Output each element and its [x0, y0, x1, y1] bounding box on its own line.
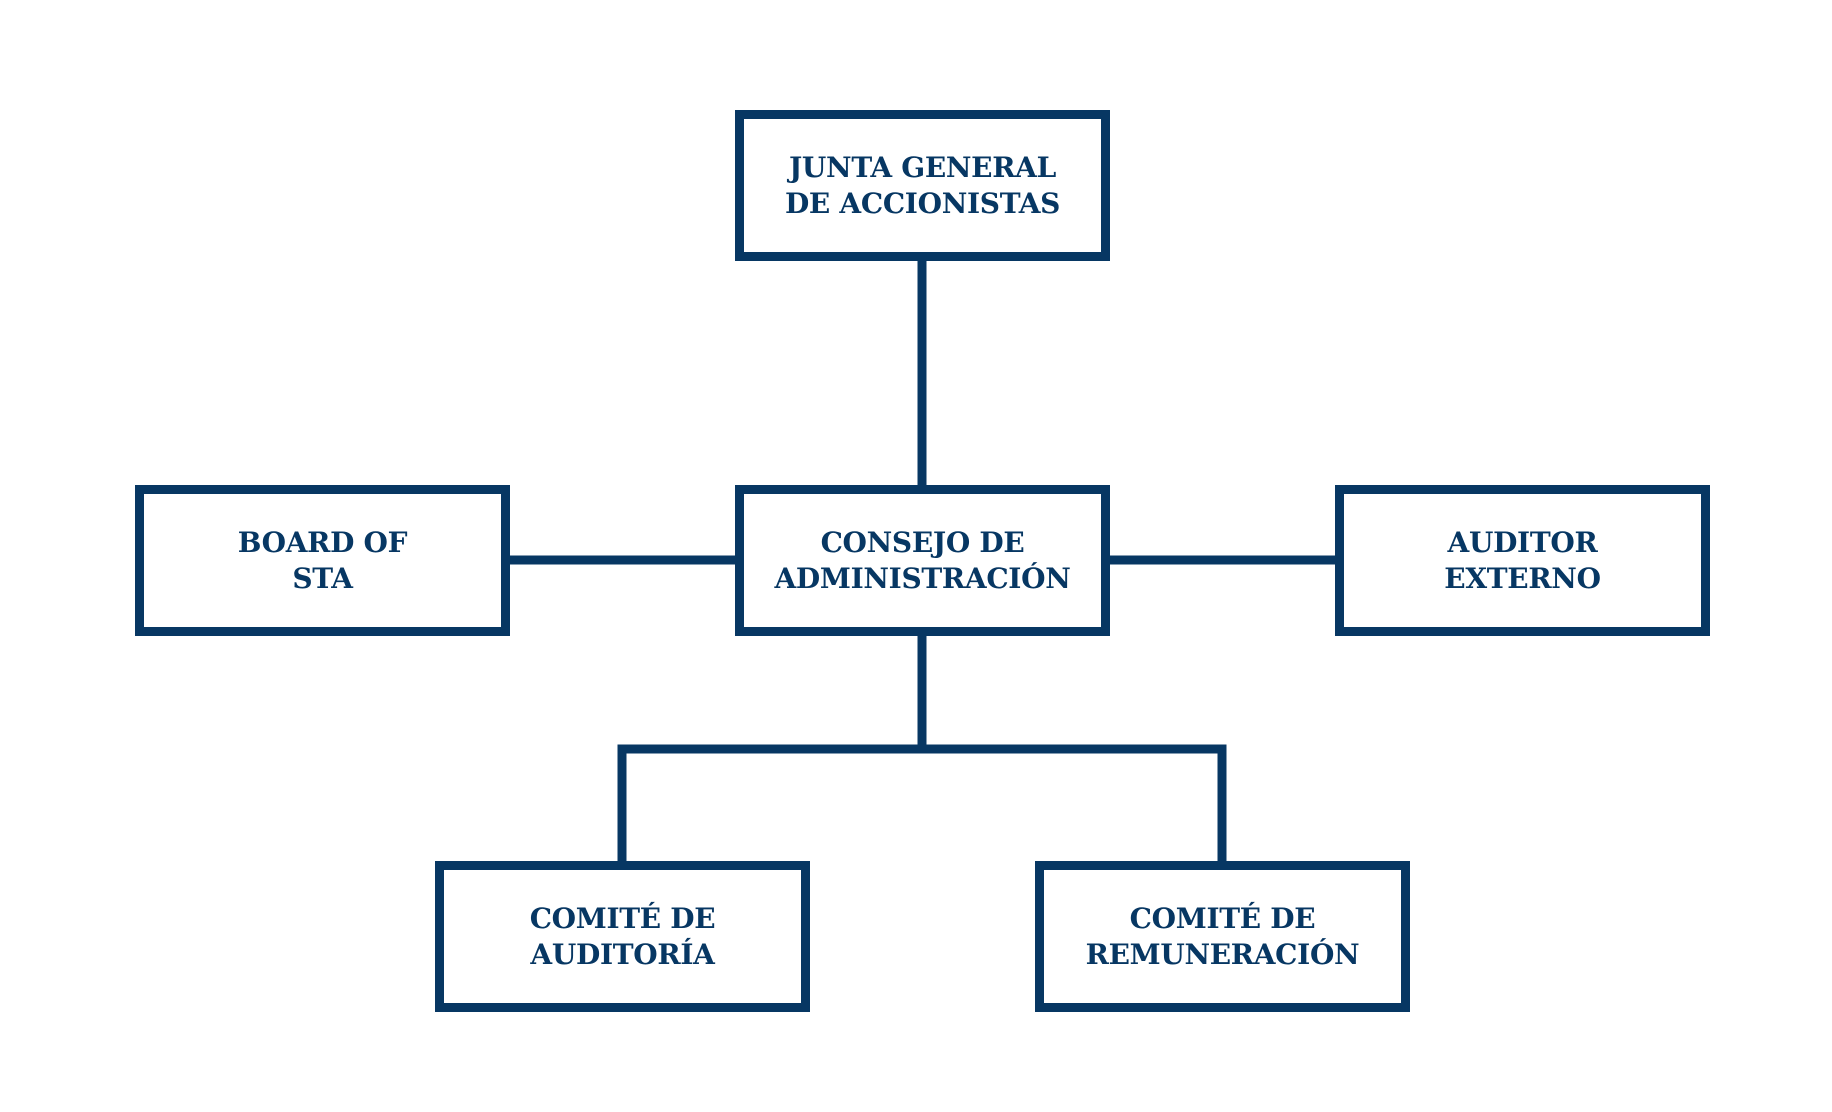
node-label: JUNTA GENERAL DE ACCIONISTAS	[785, 150, 1060, 222]
label-line-1: COMITÉ DE	[1129, 901, 1316, 935]
label-line-2: EXTERNO	[1444, 561, 1601, 595]
label-line-2: REMUNERACIÓN	[1085, 937, 1360, 971]
label-line-1: JUNTA GENERAL	[788, 150, 1056, 184]
node-board-of-sta: BOARD OF STA	[135, 485, 510, 636]
node-label: AUDITOR EXTERNO	[1444, 525, 1601, 597]
label-line-1: AUDITOR	[1447, 525, 1598, 559]
node-label: CONSEJO DE ADMINISTRACIÓN	[774, 525, 1070, 597]
node-label: COMITÉ DE AUDITORÍA	[530, 901, 716, 973]
node-label: BOARD OF STA	[237, 525, 408, 597]
label-line-1: CONSEJO DE	[820, 525, 1025, 559]
node-label: COMITÉ DE REMUNERACIÓN	[1086, 901, 1360, 973]
label-line-2: ADMINISTRACIÓN	[774, 561, 1071, 595]
label-line-1: BOARD OF	[237, 525, 408, 559]
node-auditor-externo: AUDITOR EXTERNO	[1335, 485, 1710, 636]
label-line-2: STA	[292, 561, 353, 595]
node-junta-general: JUNTA GENERAL DE ACCIONISTAS	[735, 110, 1110, 261]
node-consejo-administracion: CONSEJO DE ADMINISTRACIÓN	[735, 485, 1110, 636]
label-line-2: AUDITORÍA	[530, 937, 715, 971]
node-comite-remuneracion: COMITÉ DE REMUNERACIÓN	[1035, 861, 1410, 1012]
label-line-2: DE ACCIONISTAS	[784, 186, 1061, 220]
node-comite-auditoria: COMITÉ DE AUDITORÍA	[435, 861, 810, 1012]
label-line-1: COMITÉ DE	[529, 901, 716, 935]
